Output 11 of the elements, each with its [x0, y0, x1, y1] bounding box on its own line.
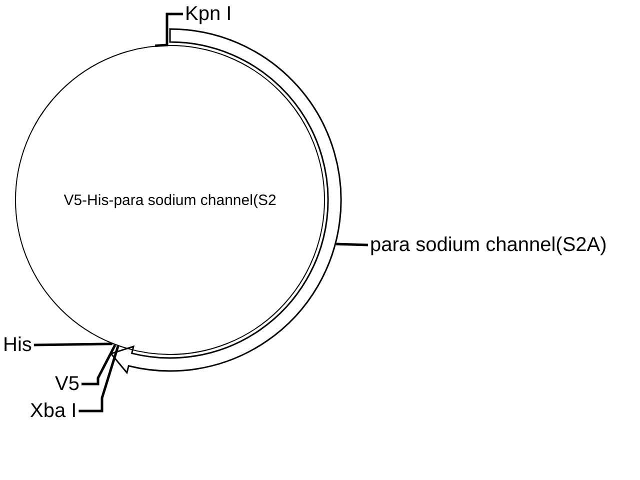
feature-label: para sodium channel(S2A): [370, 233, 607, 257]
site-label: Kpn I: [185, 2, 232, 26]
tag-label: V5: [55, 372, 80, 396]
leader-line: [34, 342, 112, 346]
leader-line: [336, 242, 368, 246]
tag-label: His: [3, 333, 32, 357]
leader-line: [78, 346, 120, 412]
leader-line: [82, 344, 116, 386]
leader-line: [155, 12, 183, 47]
site-label: Xba I: [30, 399, 77, 423]
plasmid-name: V5-His-para sodium channel(S2: [64, 192, 276, 208]
